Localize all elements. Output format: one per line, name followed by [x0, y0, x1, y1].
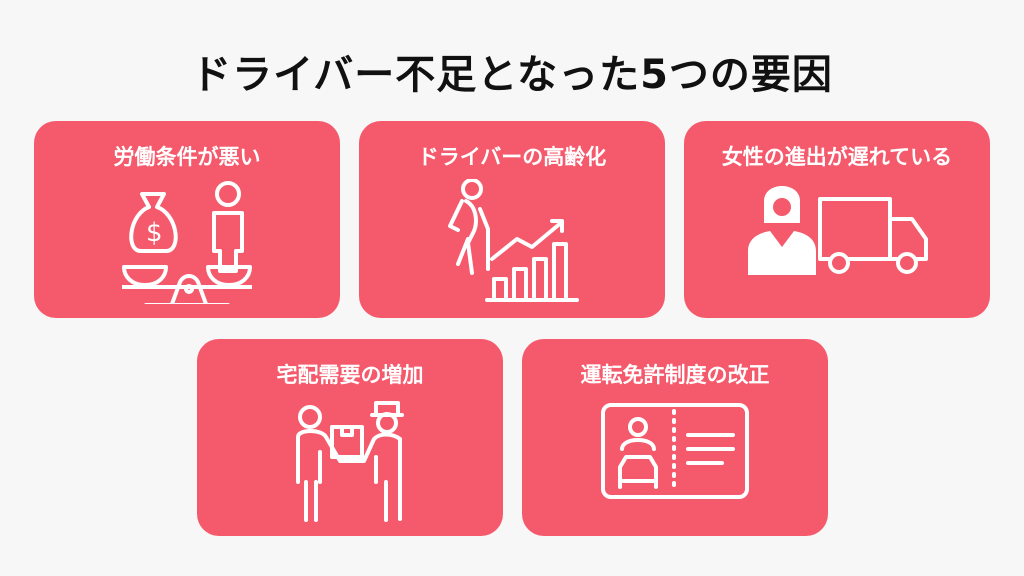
driver-license-icon	[601, 403, 749, 499]
card-delivery-demand: 宅配需要の増加	[197, 339, 503, 536]
package-handover-icon	[296, 401, 404, 522]
scale-money-person-icon: $	[122, 181, 252, 304]
card-license-revision: 運転免許制度の改正	[522, 339, 828, 536]
card-driver-aging: ドライバーの高齢化	[359, 121, 665, 318]
page-title: ドライバー不足となった5つの要因	[191, 52, 833, 98]
woman-truck-icon	[748, 186, 928, 275]
card-label: 労働条件が悪い	[113, 145, 261, 169]
svg-text:$: $	[146, 218, 163, 248]
card-label: 女性の進出が遅れている	[721, 145, 953, 169]
card-women-participation: 女性の進出が遅れている	[684, 121, 990, 318]
card-label: 運転免許制度の改正	[580, 363, 770, 387]
elderly-growth-chart-icon	[448, 179, 579, 302]
card-label: ドライバーの高齢化	[417, 145, 607, 169]
card-label: 宅配需要の増加	[276, 363, 424, 387]
card-working-conditions: 労働条件が悪い $	[34, 121, 340, 318]
